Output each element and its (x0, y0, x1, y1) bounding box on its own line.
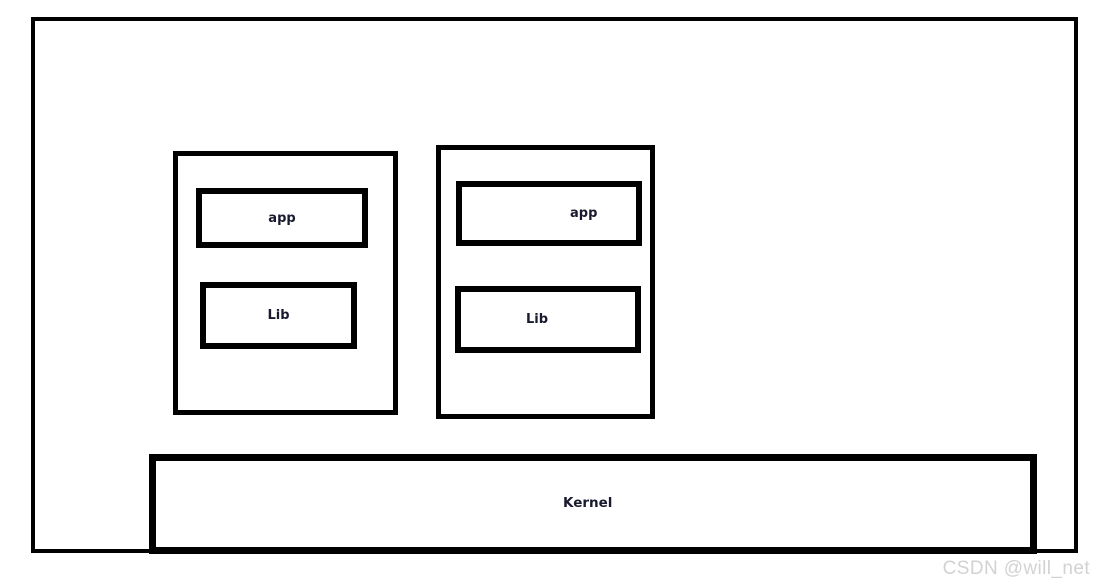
container-2-app-label: app (570, 206, 598, 221)
container-1-lib-label: Lib (267, 308, 290, 323)
container-2-lib-box: Lib (455, 286, 641, 353)
container-1-app-label: app (268, 210, 296, 226)
watermark-text: CSDN @will_net (942, 558, 1090, 579)
container-2-lib-label: Lib (526, 312, 549, 327)
container-1-app-box: app (196, 188, 368, 248)
kernel-box: Kernel (149, 454, 1037, 554)
container-1-lib-box: Lib (200, 282, 357, 349)
kernel-label: Kernel (563, 495, 613, 511)
host-system-frame: app Lib app Lib Kernel (31, 17, 1078, 554)
container-2-app-box: app (456, 181, 642, 246)
